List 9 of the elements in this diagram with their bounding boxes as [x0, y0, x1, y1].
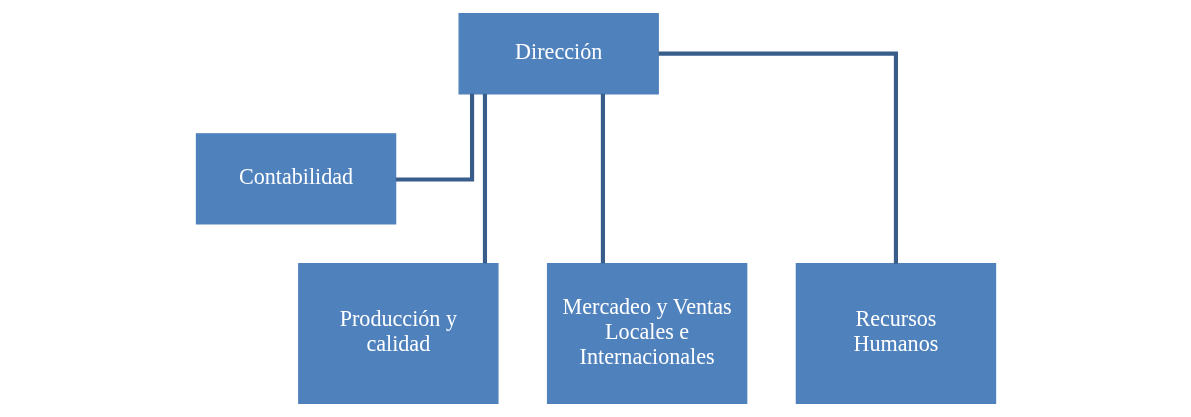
connector: [600, 93, 605, 264]
node-box: Contabilidad: [195, 133, 396, 225]
node-box: Dirección: [457, 12, 659, 95]
node-box: Producción y calidad: [297, 263, 499, 405]
connector: [482, 93, 487, 264]
connector: [395, 93, 474, 182]
node-box: Mercadeo y Ventas Locales e Internacionales: [546, 263, 747, 405]
connector: [658, 51, 898, 264]
node-box: Recursos Humanos: [795, 263, 996, 405]
